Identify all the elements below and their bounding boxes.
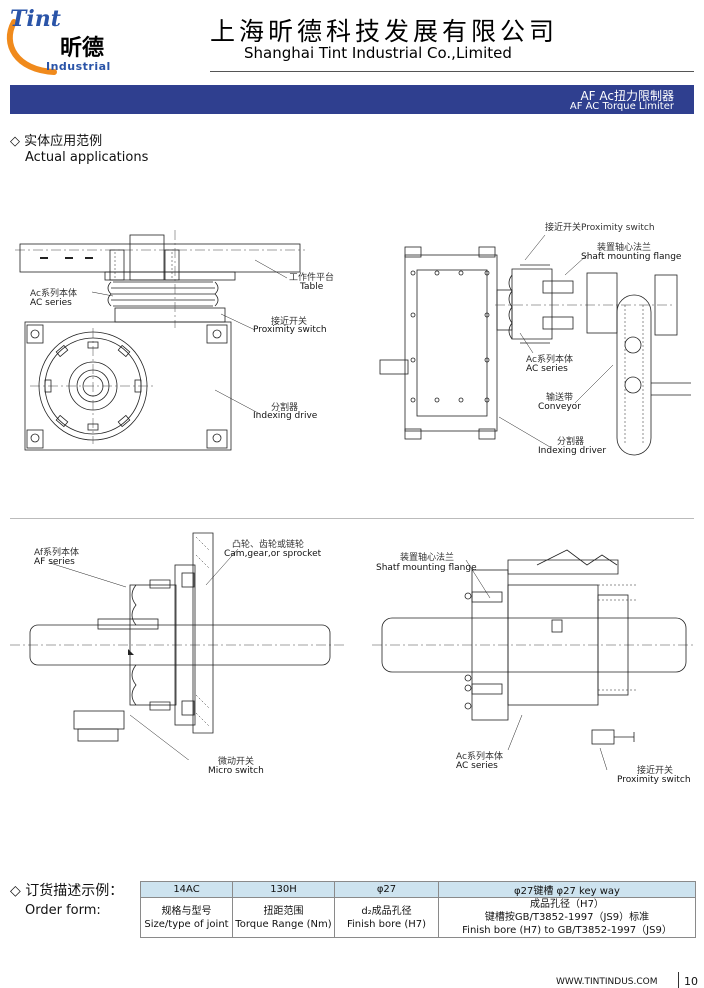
fig3-micro-label-cn: 微动开关 (218, 757, 255, 767)
fig3-cam-label-cn: 凸轮、齿轮或链轮 (232, 540, 305, 550)
company-name-en: Shanghai Tint Industrial Co.,Limited (244, 44, 512, 62)
footer-url: WWW.TINTINDUS.COM (556, 977, 658, 987)
fig1-prox-label-en: Proximity switch (253, 325, 327, 335)
company-name-cn: 上海昕德科技发展有限公司 (210, 17, 559, 46)
fig1-ac-label-en: AC series (30, 298, 72, 308)
logo-tint: Tint (10, 6, 61, 32)
fig4-ac-label-cn: Ac系列本体 (456, 752, 503, 762)
order-form-title-en: Order form: (25, 903, 101, 918)
fig1-index-label-cn: 分割器 (271, 403, 299, 413)
fig2-ac-label-cn: Ac系列本体 (526, 355, 573, 365)
banner-title-cn: AF Ac扭力限制器 (580, 89, 674, 103)
fig1-prox-label-cn: 接近开关 (271, 317, 308, 327)
logo-industrial: Industrial (46, 60, 111, 73)
footer-divider (678, 972, 679, 988)
logo-swoosh-icon (6, 19, 57, 75)
figure-conveyor (379, 234, 691, 456)
fig4-ac-label-en: AC series (456, 761, 498, 771)
order-value-torque: 130H (232, 881, 335, 898)
banner-title-en: AF AC Torque Limiter (569, 101, 674, 112)
fig3-cam-label-en: Cam,gear,or sprocket (224, 549, 322, 559)
fig2-index-label-cn: 分割器 (557, 437, 585, 447)
fig2-index-label-en: Indexing driver (538, 446, 607, 456)
fig4-prox-label-en: Proximity switch (617, 775, 691, 785)
figure-af-series (10, 532, 345, 760)
figure-ac-shaft-flange (372, 549, 694, 771)
page-number: 10 (684, 975, 698, 988)
figure-divider (10, 518, 694, 519)
fig1-table-label-en: Table (300, 282, 324, 292)
logo-chinese: 昕德 (60, 35, 105, 61)
fig2-conv-label-cn: 输送带 (546, 393, 574, 403)
fig3-af-label-en: AF series (34, 557, 75, 567)
fig2-conv-label-en: Conveyor (538, 402, 581, 412)
fig4-flange-label-en: Shatf mounting flange (376, 563, 477, 573)
fig2-ac-label-en: AC series (526, 364, 568, 374)
figure-indexing-table (15, 230, 305, 451)
fig2-flange-label-cn: 装置轴心法兰 (597, 243, 652, 253)
fig1-index-label-en: Indexing drive (253, 411, 318, 421)
fig2-prox-label: 接近开关Proximity switch (545, 223, 655, 233)
fig3-micro-label-en: Micro switch (208, 766, 264, 776)
section-title-cn: ◇ 实体应用范例 (10, 134, 103, 149)
fig4-prox-label-cn: 接近开关 (637, 766, 674, 776)
fig1-table-label-cn: 工作件平台 (289, 273, 335, 283)
order-form-title-cn: ◇ 订货描述示例： (10, 883, 124, 899)
order-value-keyway: φ27键槽 φ27 key way (438, 881, 696, 898)
fig1-ac-label-cn: Ac系列本体 (30, 289, 77, 299)
header-rule (210, 71, 694, 72)
order-form-values-row: 14AC 130H φ27 φ27键槽 φ27 key way (140, 881, 696, 898)
fig2-flange-label-en: Shaft mounting flange (581, 252, 682, 262)
fig3-af-label-cn: Af系列本体 (34, 548, 80, 558)
title-banner (10, 85, 694, 114)
order-value-bore: φ27 (334, 881, 439, 898)
section-title-en: Actual applications (25, 150, 149, 165)
order-value-size: 14AC (140, 881, 233, 898)
fig4-flange-label-cn: 装置轴心法兰 (400, 553, 455, 563)
